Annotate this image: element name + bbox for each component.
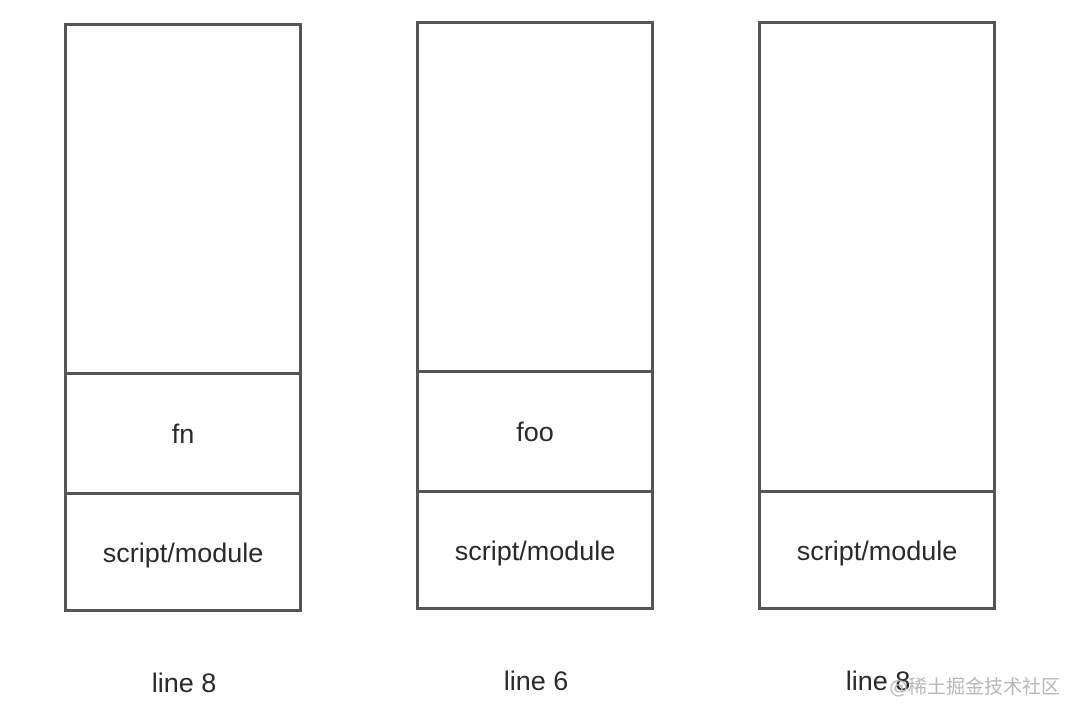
call-stack-2: foo script/module xyxy=(416,21,654,610)
stack-frame-foo: foo xyxy=(419,370,651,491)
stack-frame-label: script/module xyxy=(454,536,616,566)
stack-frame-script-module: script/module xyxy=(419,490,651,610)
watermark: @稀土掘金技术社区 xyxy=(888,676,1060,698)
stack-frame-label: script/module xyxy=(796,536,958,566)
stack-caption-1: line 8 xyxy=(151,668,217,698)
stack-caption-3: line 8 xyxy=(845,666,911,696)
stack-caption-2: line 6 xyxy=(503,666,569,696)
stack-frame-script-module: script/module xyxy=(761,490,993,610)
stack-frame-script-module: script/module xyxy=(67,492,299,612)
stack-frame-fn: fn xyxy=(67,372,299,493)
stack-frame-label: script/module xyxy=(102,538,264,568)
call-stack-1: fn script/module xyxy=(64,23,302,612)
stack-frame-label: foo xyxy=(516,416,554,447)
stack-frame-label: fn xyxy=(171,418,195,449)
call-stack-3: script/module xyxy=(758,21,996,610)
